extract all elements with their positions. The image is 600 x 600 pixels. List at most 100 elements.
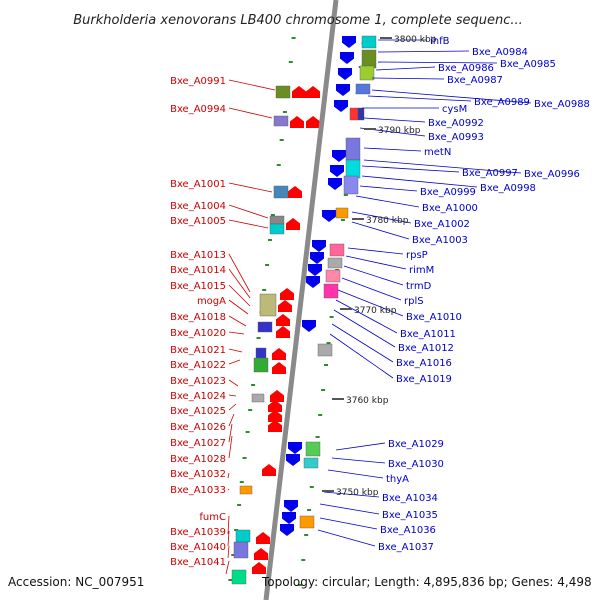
gene-box (251, 393, 265, 403)
reverse-gene-arrow (308, 264, 322, 276)
reverse-gene-arrow (280, 524, 294, 536)
right-gene-label: trmD (406, 281, 432, 292)
right-leader-line (363, 117, 426, 123)
forward-gene-arrow (278, 300, 292, 312)
gene-box (299, 515, 315, 529)
kbp-label: 3760 kbp (346, 396, 389, 406)
right-gene-label: Bxe_A0986 (438, 63, 494, 74)
right-gene-label: Bxe_A0988 (534, 99, 590, 110)
kbp-tick (352, 218, 364, 220)
kbp-label: 3750 kbp (336, 488, 379, 498)
kbp-tick (340, 308, 352, 310)
right-leader-line (367, 95, 472, 102)
reverse-gene-arrow (288, 442, 302, 454)
right-gene-label: Bxe_A1029 (388, 439, 444, 450)
left-leader-line (228, 435, 233, 459)
gene-box (323, 283, 339, 299)
left-gene-label: Bxe_A1001 (170, 179, 226, 190)
left-leader-line (228, 423, 233, 443)
left-leader-line (228, 379, 239, 387)
right-leader-line (361, 165, 460, 173)
forward-gene-arrow (288, 186, 302, 198)
right-gene-label: Bxe_A0992 (428, 118, 484, 129)
left-gene-label: Bxe_A0994 (170, 104, 226, 115)
right-gene-label: Bxe_A0997 (462, 168, 518, 179)
left-leader-line (228, 331, 245, 335)
right-leader-line (333, 309, 396, 348)
right-gene-label: Bxe_A1037 (378, 542, 434, 553)
reverse-gene-arrow (332, 150, 346, 162)
right-label-layer: ihfBBxe_A0984Bxe_A0985Bxe_A0986Bxe_A0987… (378, 36, 590, 553)
gene-box (355, 83, 371, 95)
tick-mark (321, 389, 326, 391)
gene-box (273, 115, 289, 127)
right-leader-line (323, 491, 380, 498)
left-leader-line (227, 515, 230, 535)
left-gene-label: Bxe_A1014 (170, 265, 226, 276)
right-leader-line (329, 333, 394, 379)
tick-mark (242, 457, 247, 459)
forward-gene-arrow (292, 86, 306, 98)
kbp-label: 3800 kbp (394, 35, 437, 45)
tick-mark (279, 139, 284, 141)
left-gene-label: Bxe_A1023 (170, 376, 226, 387)
left-gene-label: Bxe_A1024 (170, 391, 226, 402)
left-leader-line (228, 403, 237, 411)
left-leader-line (227, 530, 230, 547)
tick-mark (245, 431, 250, 433)
tick-mark (315, 436, 320, 438)
right-leader-line (331, 457, 386, 464)
gene-box (361, 35, 377, 49)
right-leader-line (355, 195, 420, 208)
tick-mark (298, 584, 303, 586)
right-gene-label: thyA (386, 474, 409, 485)
forward-gene-arrow (262, 464, 276, 476)
left-gene-label: mogA (197, 296, 226, 307)
right-leader-line (337, 289, 404, 317)
right-gene-label: Bxe_A0998 (480, 183, 536, 194)
tick-mark (231, 554, 236, 556)
gene-box (357, 107, 365, 121)
chromosome-backbone (263, 0, 339, 600)
kbp-tick (332, 398, 344, 400)
left-leader-line (227, 472, 230, 479)
gene-box (235, 529, 251, 543)
gene-box (345, 159, 361, 179)
right-leader-line (351, 211, 412, 224)
reverse-gene-arrow (282, 512, 296, 524)
left-gene-label: Bxe_A1026 (170, 422, 226, 433)
left-leader-line (228, 394, 237, 397)
gene-box (335, 207, 349, 219)
map-title: Burkholderia xenovorans LB400 chromosome… (73, 13, 523, 28)
tick-mark (291, 37, 296, 39)
forward-gene-arrow (268, 410, 282, 422)
reverse-gene-arrow (284, 500, 298, 512)
left-leader-line (228, 182, 273, 193)
right-leader-line (319, 503, 380, 515)
gene-box (359, 65, 375, 81)
gene-box (317, 343, 333, 357)
right-leader-line (319, 517, 378, 530)
forward-gene-arrow (254, 548, 268, 560)
gene-box (343, 175, 359, 195)
right-gene-label: rimM (409, 265, 434, 276)
tick-mark (262, 289, 267, 291)
left-gene-label: Bxe_A1021 (170, 345, 226, 356)
reverse-gene-arrow (338, 68, 352, 80)
left-gene-label: Bxe_A1005 (170, 216, 226, 227)
right-gene-label: Bxe_A1036 (380, 525, 436, 536)
left-gene-label: Bxe_A1020 (170, 328, 226, 339)
left-leader-line (228, 204, 269, 219)
kbp-tick (364, 128, 376, 130)
right-gene-label: Bxe_A1003 (412, 235, 468, 246)
reverse-gene-arrow (330, 165, 344, 177)
gene-box (269, 215, 285, 225)
reverse-gene-arrow (342, 36, 356, 48)
forward-gene-arrow (270, 390, 284, 402)
right-leader-line (347, 247, 404, 255)
right-leader-line (359, 185, 418, 192)
forward-gene-arrow (280, 288, 294, 300)
gene-box (239, 485, 253, 495)
